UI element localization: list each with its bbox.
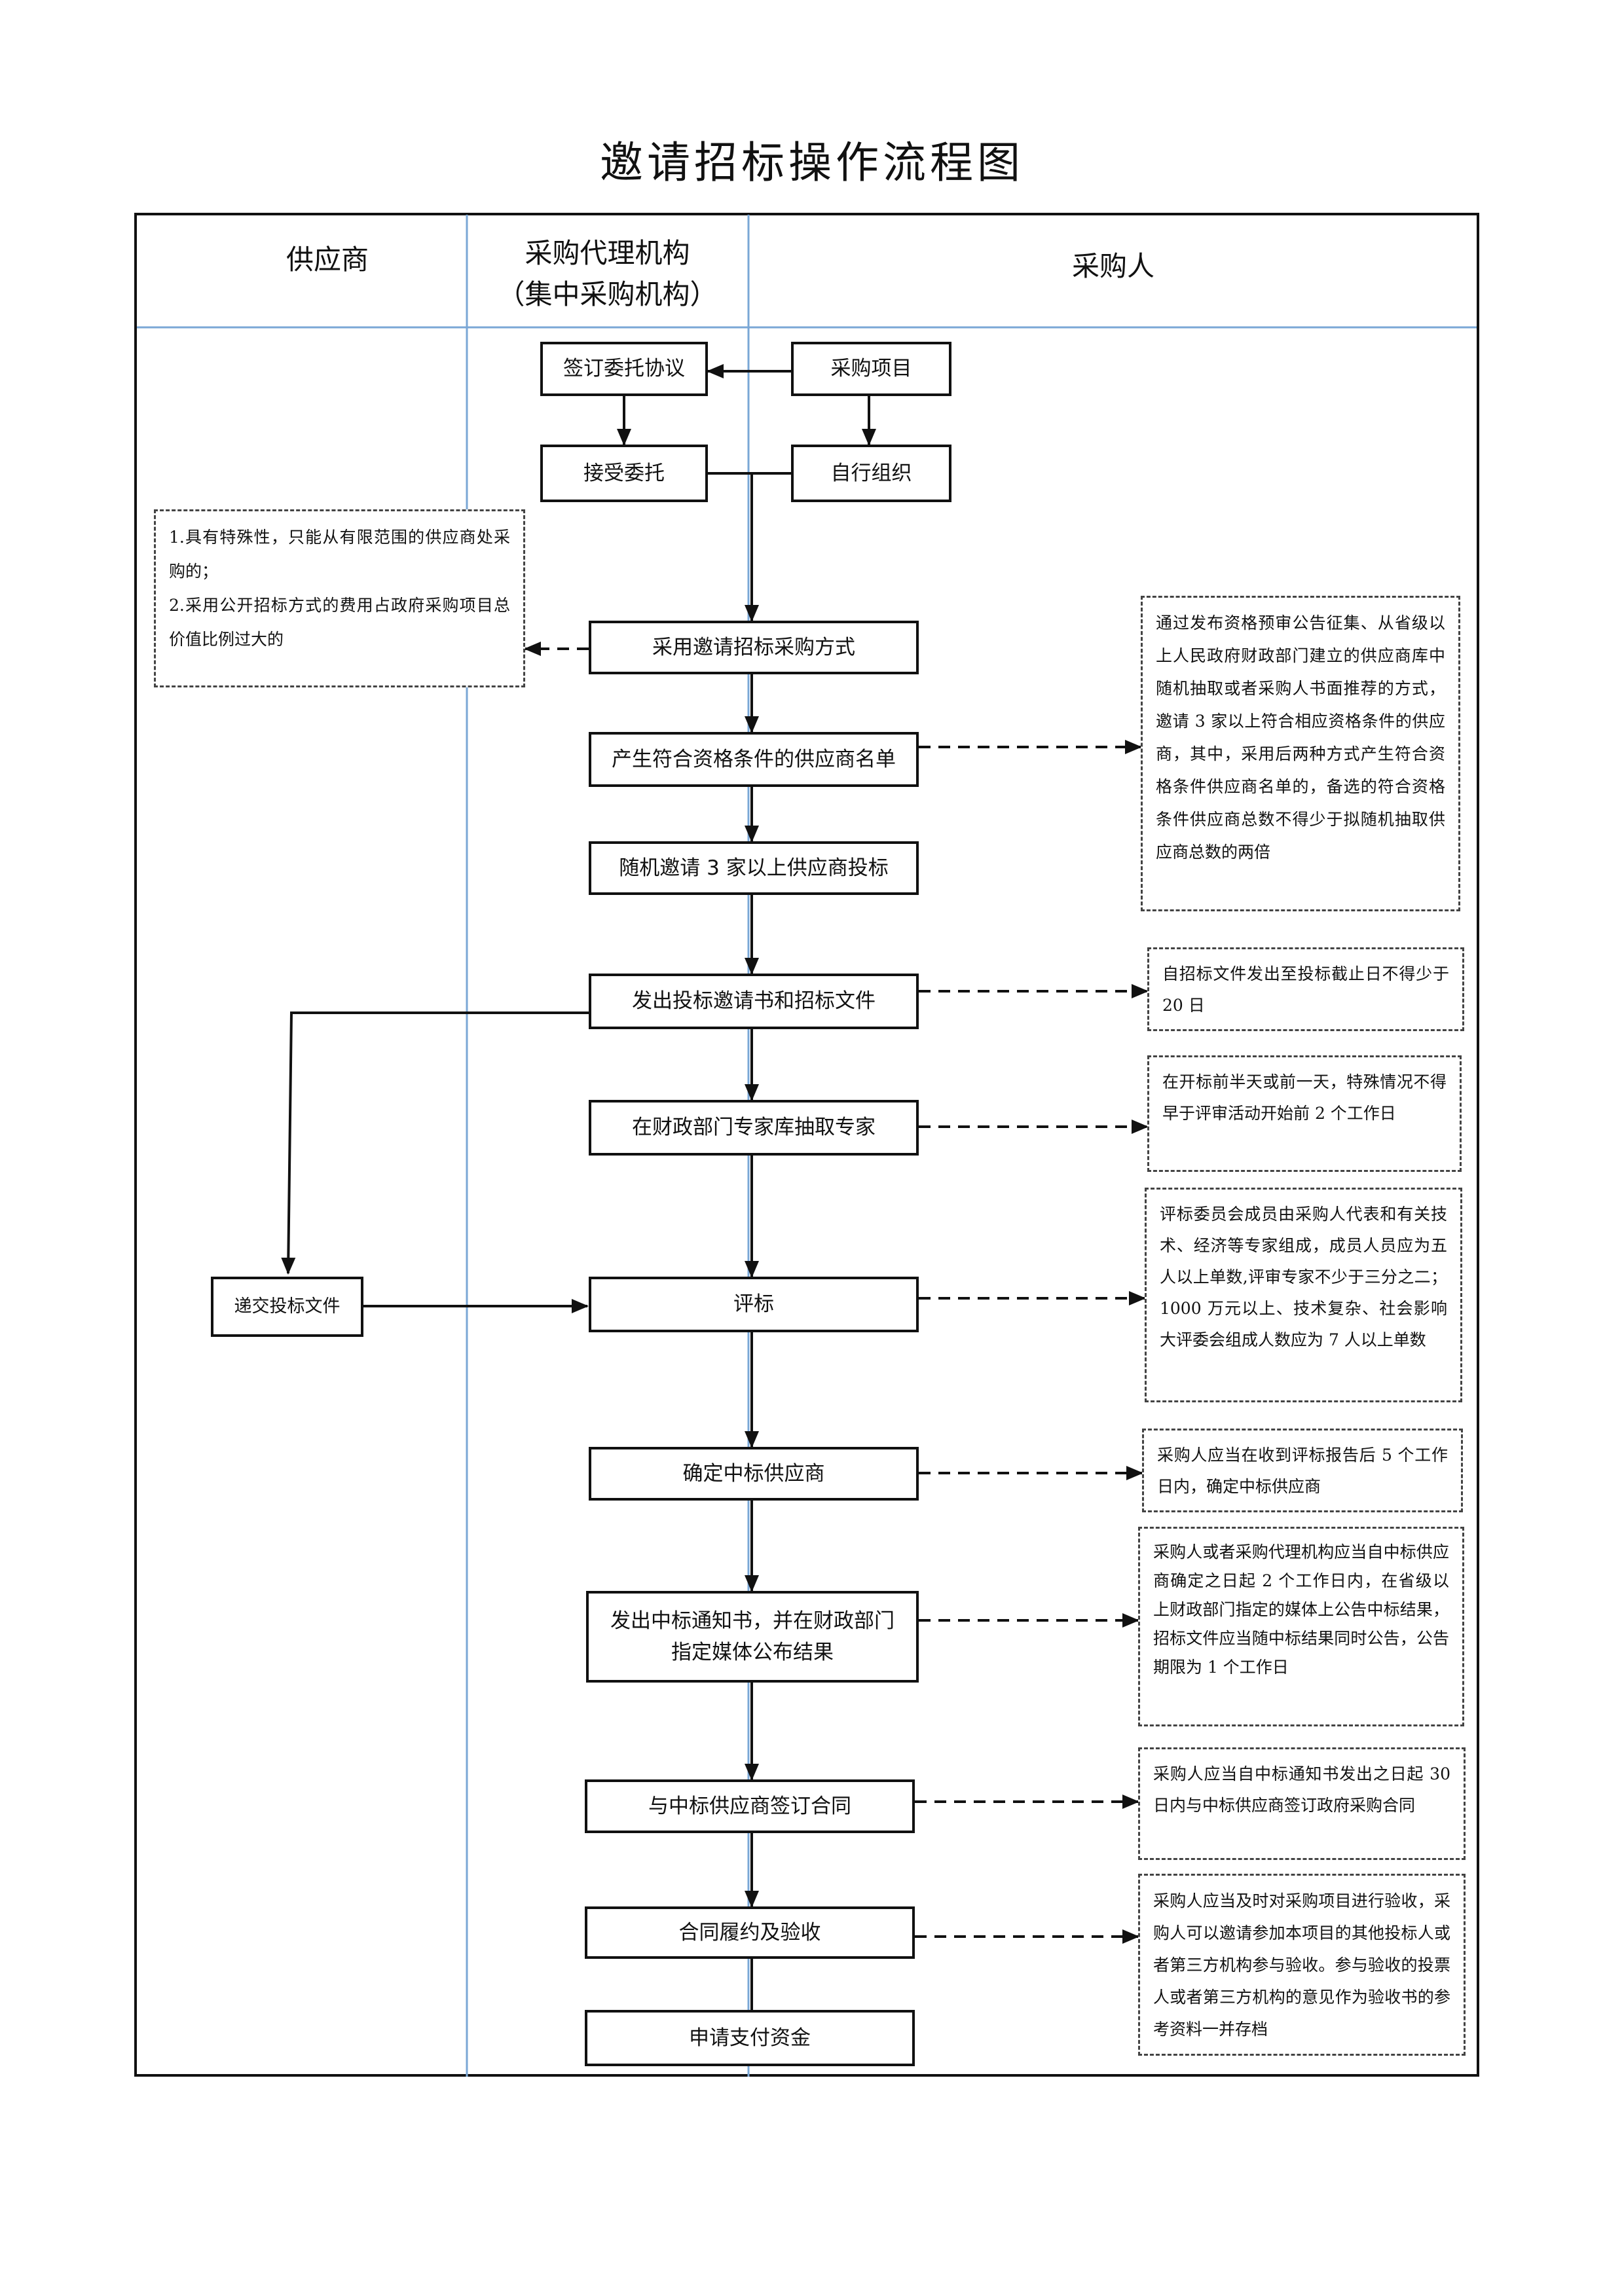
step-generate-list-label: 产生符合资格条件的供应商名单: [612, 747, 896, 771]
page-title: 邀请招标操作流程图: [600, 137, 1024, 188]
note-confirm-deadline-text: 采购人应当在收到评标报告后 5 个工作日内，确定中标供应商: [1157, 1446, 1448, 1496]
step-accept-entrust: 接受委托: [540, 445, 708, 502]
step-random-invite-label: 随机邀请 3 家以上供应商投标: [619, 856, 889, 880]
step-submit-bid: 递交投标文件: [211, 1277, 363, 1337]
lane-header-agency-line2: （集中采购机构）: [497, 278, 718, 310]
step-perform-accept-label: 合同履约及验收: [678, 1920, 821, 1944]
note-acceptance: 采购人应当及时对采购项目进行验收，采购人可以邀请参加本项目的其他投标人或者第三方…: [1138, 1874, 1466, 2056]
step-submit-bid-label: 递交投标文件: [234, 1296, 341, 1317]
step-sign-agreement-label: 签订委托协议: [563, 357, 685, 381]
lane-header-purchaser: 采购人: [1071, 250, 1154, 282]
note-condition-2: 2.采用公开招标方式的费用占政府采购项目总价值比例过大的: [169, 596, 510, 649]
step-draw-experts-label: 在财政部门专家库抽取专家: [632, 1116, 876, 1140]
step-apply-payment: 申请支付资金: [585, 2010, 915, 2066]
note-bid-period-text: 自招标文件发出至投标截止日不得少于 20 日: [1162, 964, 1449, 1015]
step-confirm-winner-label: 确定中标供应商: [682, 1461, 825, 1485]
step-apply-payment-label: 申请支付资金: [689, 2026, 811, 2050]
lane-header-agency: 采购代理机构 （集中采购机构）: [468, 232, 747, 315]
step-procurement-project-label: 采购项目: [830, 357, 912, 381]
note-qualification-text: 通过发布资格预审公告征集、从省级以上人民政府财政部门建立的供应商库中随机抽取或者…: [1156, 613, 1445, 862]
step-issue-docs: 发出投标邀请书和招标文件: [589, 974, 919, 1029]
lane-header-agency-line1: 采购代理机构: [525, 237, 690, 269]
step-self-organize-label: 自行组织: [830, 461, 912, 485]
note-confirm-deadline: 采购人应当在收到评标报告后 5 个工作日内，确定中标供应商: [1142, 1429, 1463, 1512]
step-notify-line2: 指定媒体公布结果: [671, 1641, 834, 1664]
step-perform-accept: 合同履约及验收: [585, 1906, 915, 1959]
step-draw-experts: 在财政部门专家库抽取专家: [589, 1100, 919, 1156]
step-sign-contract: 与中标供应商签订合同: [585, 1779, 915, 1833]
step-adopt-method-label: 采用邀请招标采购方式: [652, 635, 855, 659]
step-sign-agreement: 签订委托协议: [540, 342, 708, 396]
flowchart-frame: [134, 213, 1479, 2077]
step-procurement-project: 采购项目: [791, 342, 951, 396]
note-bid-period: 自招标文件发出至投标截止日不得少于 20 日: [1147, 947, 1464, 1031]
step-generate-list: 产生符合资格条件的供应商名单: [589, 732, 919, 787]
lane-header-supplier: 供应商: [286, 244, 369, 276]
arrow-issue-to-submit: [281, 1011, 589, 1275]
note-committee: 评标委员会成员由采购人代表和有关技术、经济等专家组成，成员人员应为五人以上单数,…: [1145, 1188, 1462, 1402]
note-conditions: 1.具有特殊性，只能从有限范围的供应商处采购的； 2.采用公开招标方式的费用占政…: [154, 509, 525, 687]
step-random-invite: 随机邀请 3 家以上供应商投标: [589, 841, 919, 895]
step-self-organize: 自行组织: [791, 445, 951, 502]
step-evaluate-label: 评标: [733, 1292, 774, 1317]
note-expert-timing: 在开标前半天或前一天，特殊情况不得早于评审活动开始前 2 个工作日: [1147, 1055, 1462, 1172]
note-expert-timing-text: 在开标前半天或前一天，特殊情况不得早于评审活动开始前 2 个工作日: [1162, 1072, 1447, 1123]
step-evaluate: 评标: [589, 1277, 919, 1332]
step-adopt-method: 采用邀请招标采购方式: [589, 621, 919, 674]
note-condition-1: 1.具有特殊性，只能从有限范围的供应商处采购的；: [169, 528, 510, 581]
note-committee-text: 评标委员会成员由采购人代表和有关技术、经济等专家组成，成员人员应为五人以上单数,…: [1160, 1205, 1447, 1349]
step-notify-line1: 发出中标通知书，并在财政部门: [610, 1609, 895, 1633]
step-issue-docs-label: 发出投标邀请书和招标文件: [632, 989, 876, 1013]
note-announce: 采购人或者采购代理机构应当自中标供应商确定之日起 2 个工作日内，在省级以上财政…: [1138, 1527, 1464, 1726]
note-announce-text: 采购人或者采购代理机构应当自中标供应商确定之日起 2 个工作日内，在省级以上财政…: [1153, 1542, 1449, 1677]
step-notify-publish: 发出中标通知书，并在财政部门 指定媒体公布结果: [586, 1591, 919, 1683]
note-contract-deadline: 采购人应当自中标通知书发出之日起 30 日内与中标供应商签订政府采购合同: [1138, 1747, 1466, 1860]
note-contract-deadline-text: 采购人应当自中标通知书发出之日起 30 日内与中标供应商签订政府采购合同: [1153, 1764, 1450, 1815]
step-accept-entrust-label: 接受委托: [583, 461, 665, 485]
step-confirm-winner: 确定中标供应商: [589, 1447, 919, 1501]
note-qualification: 通过发布资格预审公告征集、从省级以上人民政府财政部门建立的供应商库中随机抽取或者…: [1141, 596, 1460, 911]
note-acceptance-text: 采购人应当及时对采购项目进行验收，采购人可以邀请参加本项目的其他投标人或者第三方…: [1153, 1891, 1450, 2039]
step-sign-contract-label: 与中标供应商签订合同: [648, 1794, 851, 1818]
